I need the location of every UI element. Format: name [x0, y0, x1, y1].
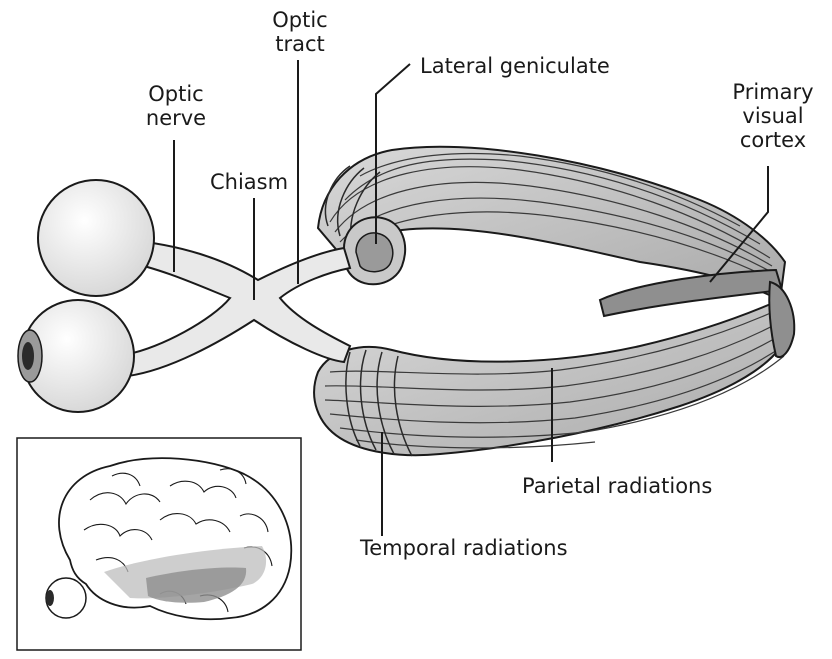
label-primary-visual-cortex: Primary visual cortex [730, 80, 816, 152]
lateral-geniculate-nucleus [344, 217, 405, 284]
label-optic-nerve-line2: nerve [140, 106, 212, 130]
label-optic-nerve-line1: Optic [140, 82, 212, 106]
label-primary-line1: Primary [730, 80, 816, 104]
label-optic-tract-line2: tract [264, 32, 336, 56]
label-temporal-radiations: Temporal radiations [360, 536, 568, 560]
label-primary-line2: visual [730, 104, 816, 128]
optic-nerves-chiasm-tracts [126, 240, 350, 376]
label-parietal-radiations: Parietal radiations [522, 474, 712, 498]
label-lateral-geniculate: Lateral geniculate [420, 54, 610, 78]
lower-eyeball [18, 300, 134, 412]
inset-pupil [46, 590, 54, 606]
label-primary-line3: cortex [730, 128, 816, 152]
label-optic-nerve: Optic nerve [140, 82, 212, 130]
brain-inset [17, 438, 301, 650]
label-chiasm: Chiasm [210, 170, 288, 194]
label-optic-tract: Optic tract [264, 8, 336, 56]
upper-eyeball [38, 180, 154, 296]
label-optic-tract-line1: Optic [264, 8, 336, 32]
